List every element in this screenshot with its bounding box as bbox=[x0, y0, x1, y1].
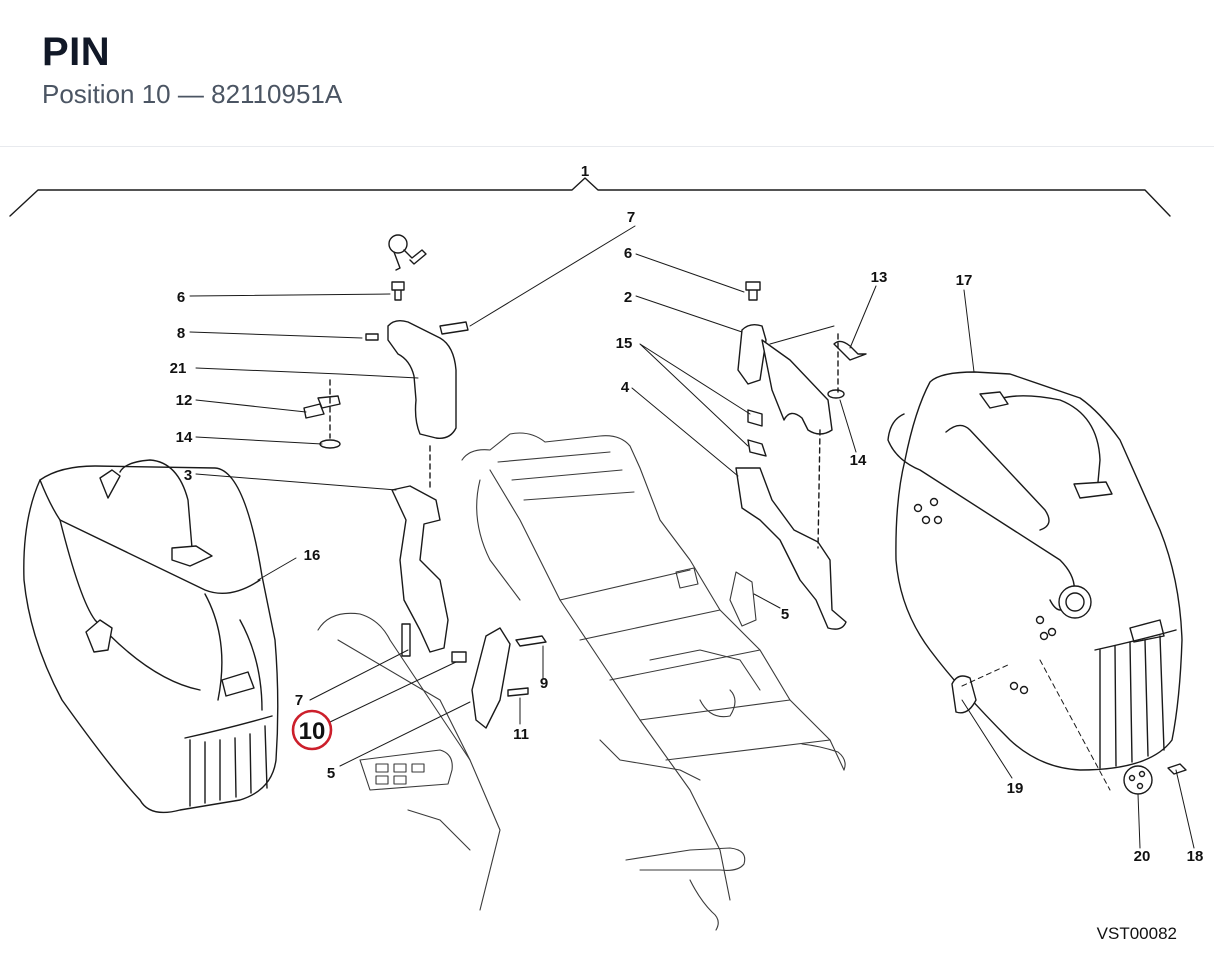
part-number: 82110951A bbox=[211, 79, 343, 109]
exploded-parts-diagram: 1 7 6 8 21 12 14 3 16 7 10 5 9 11 6 2 15… bbox=[0, 148, 1214, 967]
callout-9[interactable]: 9 bbox=[540, 675, 548, 692]
part-title: PIN bbox=[42, 30, 111, 74]
callout-7[interactable]: 7 bbox=[295, 692, 303, 709]
callout-14[interactable]: 14 bbox=[850, 452, 867, 469]
left-case-drawing bbox=[23, 459, 279, 814]
position-label: Position 10 bbox=[42, 79, 171, 109]
callout-21[interactable]: 21 bbox=[170, 360, 187, 377]
callout-10[interactable]: 10 bbox=[299, 718, 326, 745]
diagram-canvas: 1 7 6 8 21 12 14 3 16 7 10 5 9 11 6 2 15… bbox=[9, 163, 1204, 943]
callout-4[interactable]: 4 bbox=[621, 379, 630, 396]
leader-lines bbox=[189, 225, 1195, 849]
callout-8[interactable]: 8 bbox=[177, 325, 185, 342]
left-bracket-drawing bbox=[303, 234, 547, 729]
callout-19[interactable]: 19 bbox=[1007, 780, 1024, 797]
callout-5[interactable]: 5 bbox=[781, 606, 789, 623]
part-subtitle: Position 10 — 82110951A bbox=[42, 79, 342, 110]
callout-7[interactable]: 7 bbox=[627, 209, 635, 226]
reference-code: VST00082 bbox=[1097, 924, 1177, 943]
callout-16[interactable]: 16 bbox=[304, 547, 321, 564]
callout-5[interactable]: 5 bbox=[327, 765, 335, 782]
callout-12[interactable]: 12 bbox=[176, 392, 193, 409]
frame-drawing bbox=[317, 432, 846, 931]
callout-20[interactable]: 20 bbox=[1134, 848, 1151, 865]
callout-2[interactable]: 2 bbox=[624, 289, 632, 306]
separator: — bbox=[177, 79, 204, 109]
right-bracket-drawing bbox=[735, 281, 1187, 795]
page-header: PIN Position 10 — 82110951A bbox=[0, 0, 1214, 147]
callout-6[interactable]: 6 bbox=[177, 289, 185, 306]
callout-18[interactable]: 18 bbox=[1187, 848, 1204, 865]
callout-6[interactable]: 6 bbox=[624, 245, 632, 262]
callout-11[interactable]: 11 bbox=[513, 726, 529, 743]
callout-17[interactable]: 17 bbox=[956, 272, 973, 289]
callout-3[interactable]: 3 bbox=[184, 467, 192, 484]
callout-14[interactable]: 14 bbox=[176, 429, 193, 446]
callout-1[interactable]: 1 bbox=[581, 163, 589, 180]
callout-13[interactable]: 13 bbox=[871, 269, 888, 286]
right-case-drawing bbox=[887, 371, 1183, 771]
selected-callout-ring bbox=[291, 709, 333, 751]
assembly-bracket bbox=[9, 177, 1171, 217]
callout-15[interactable]: 15 bbox=[616, 335, 633, 352]
